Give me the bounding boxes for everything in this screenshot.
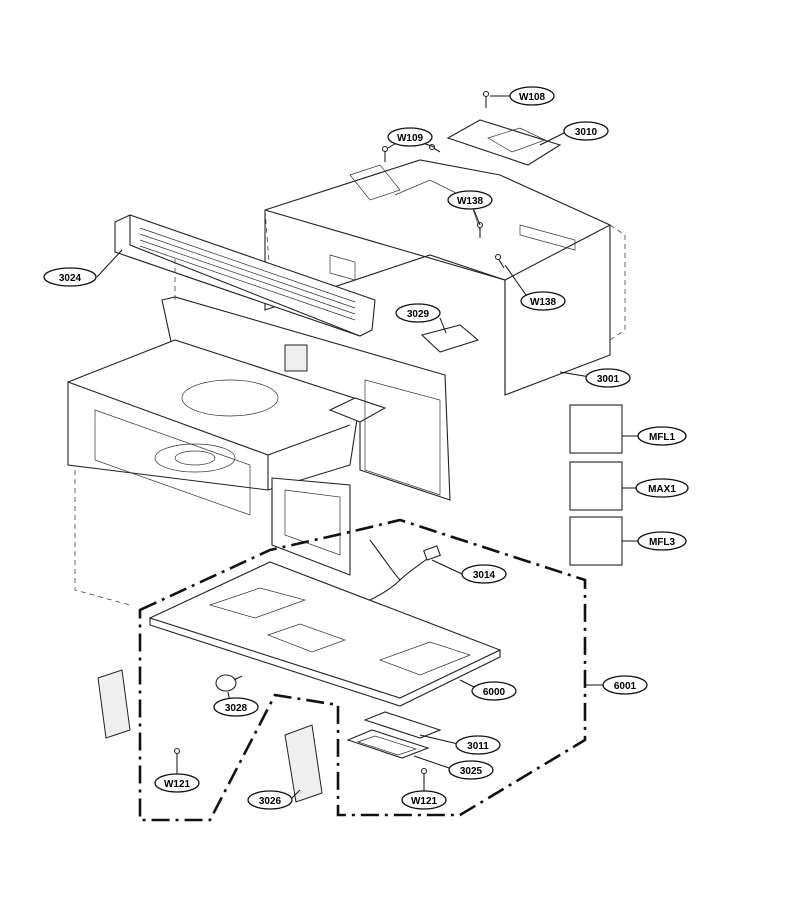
- svg-text:3026: 3026: [259, 796, 282, 807]
- base-plate-part: [148, 561, 502, 707]
- svg-text:3024: 3024: [59, 273, 82, 284]
- callout-W109: W109: [387, 127, 433, 147]
- callout-3026: 3026: [247, 790, 293, 810]
- vent-grille-part: [114, 214, 376, 337]
- grease-filter-part-3026: [284, 724, 323, 803]
- svg-text:3028: 3028: [225, 703, 248, 714]
- svg-text:6001: 6001: [614, 681, 637, 692]
- svg-text:3014: 3014: [473, 570, 496, 581]
- svg-text:W138: W138: [457, 196, 484, 207]
- callout-6001: 6001: [602, 675, 648, 695]
- callout-3010: 3010: [563, 121, 609, 141]
- svg-text:6000: 6000: [483, 687, 506, 698]
- svg-text:MAX1: MAX1: [648, 484, 676, 495]
- assembly-boundary-6001: [138, 518, 587, 822]
- svg-text:W108: W108: [519, 92, 546, 103]
- callout-W138-top: W138: [447, 190, 493, 210]
- top-bracket-part: [446, 119, 562, 166]
- svg-text:3029: 3029: [407, 309, 430, 320]
- svg-text:MFL1: MFL1: [649, 432, 676, 443]
- callout-3014: 3014: [461, 564, 507, 584]
- oven-cavity-part: [67, 255, 451, 606]
- svg-text:W138: W138: [530, 297, 557, 308]
- svg-text:3001: 3001: [597, 374, 620, 385]
- svg-text:3011: 3011: [467, 741, 489, 752]
- cabinet-part: [264, 159, 626, 396]
- callout-W108: W108: [509, 86, 555, 106]
- callout-3011: 3011: [455, 735, 501, 755]
- manual-books: [569, 404, 623, 566]
- svg-text:3010: 3010: [575, 127, 598, 138]
- small-bracket-part: [420, 324, 480, 353]
- callout-3001: 3001: [585, 368, 631, 388]
- svg-text:W121: W121: [164, 779, 191, 790]
- callout-W138-right: W138: [520, 291, 566, 311]
- callout-3028: 3028: [213, 697, 259, 717]
- screws: [173, 90, 505, 784]
- lamp-part-3028: [215, 674, 243, 692]
- svg-text:W109: W109: [397, 133, 424, 144]
- callout-6000: 6000: [471, 681, 517, 701]
- callout-W121-left: W121: [154, 773, 200, 793]
- svg-text:MFL3: MFL3: [649, 537, 676, 548]
- callout-MFL1: MFL1: [637, 426, 687, 446]
- callout-3025: 3025: [448, 760, 494, 780]
- lamp-cover-part-3025: [346, 729, 430, 759]
- svg-text:W121: W121: [411, 796, 438, 807]
- filter-part-3011: [363, 711, 442, 739]
- callout-MAX1: MAX1: [635, 478, 689, 498]
- callout-3024: 3024: [43, 267, 97, 287]
- grease-filter-part-left: [97, 669, 131, 739]
- callout-W121-right: W121: [401, 790, 447, 810]
- callout-3029: 3029: [395, 303, 441, 323]
- callout-MFL3: MFL3: [637, 531, 687, 551]
- svg-text:3025: 3025: [460, 766, 483, 777]
